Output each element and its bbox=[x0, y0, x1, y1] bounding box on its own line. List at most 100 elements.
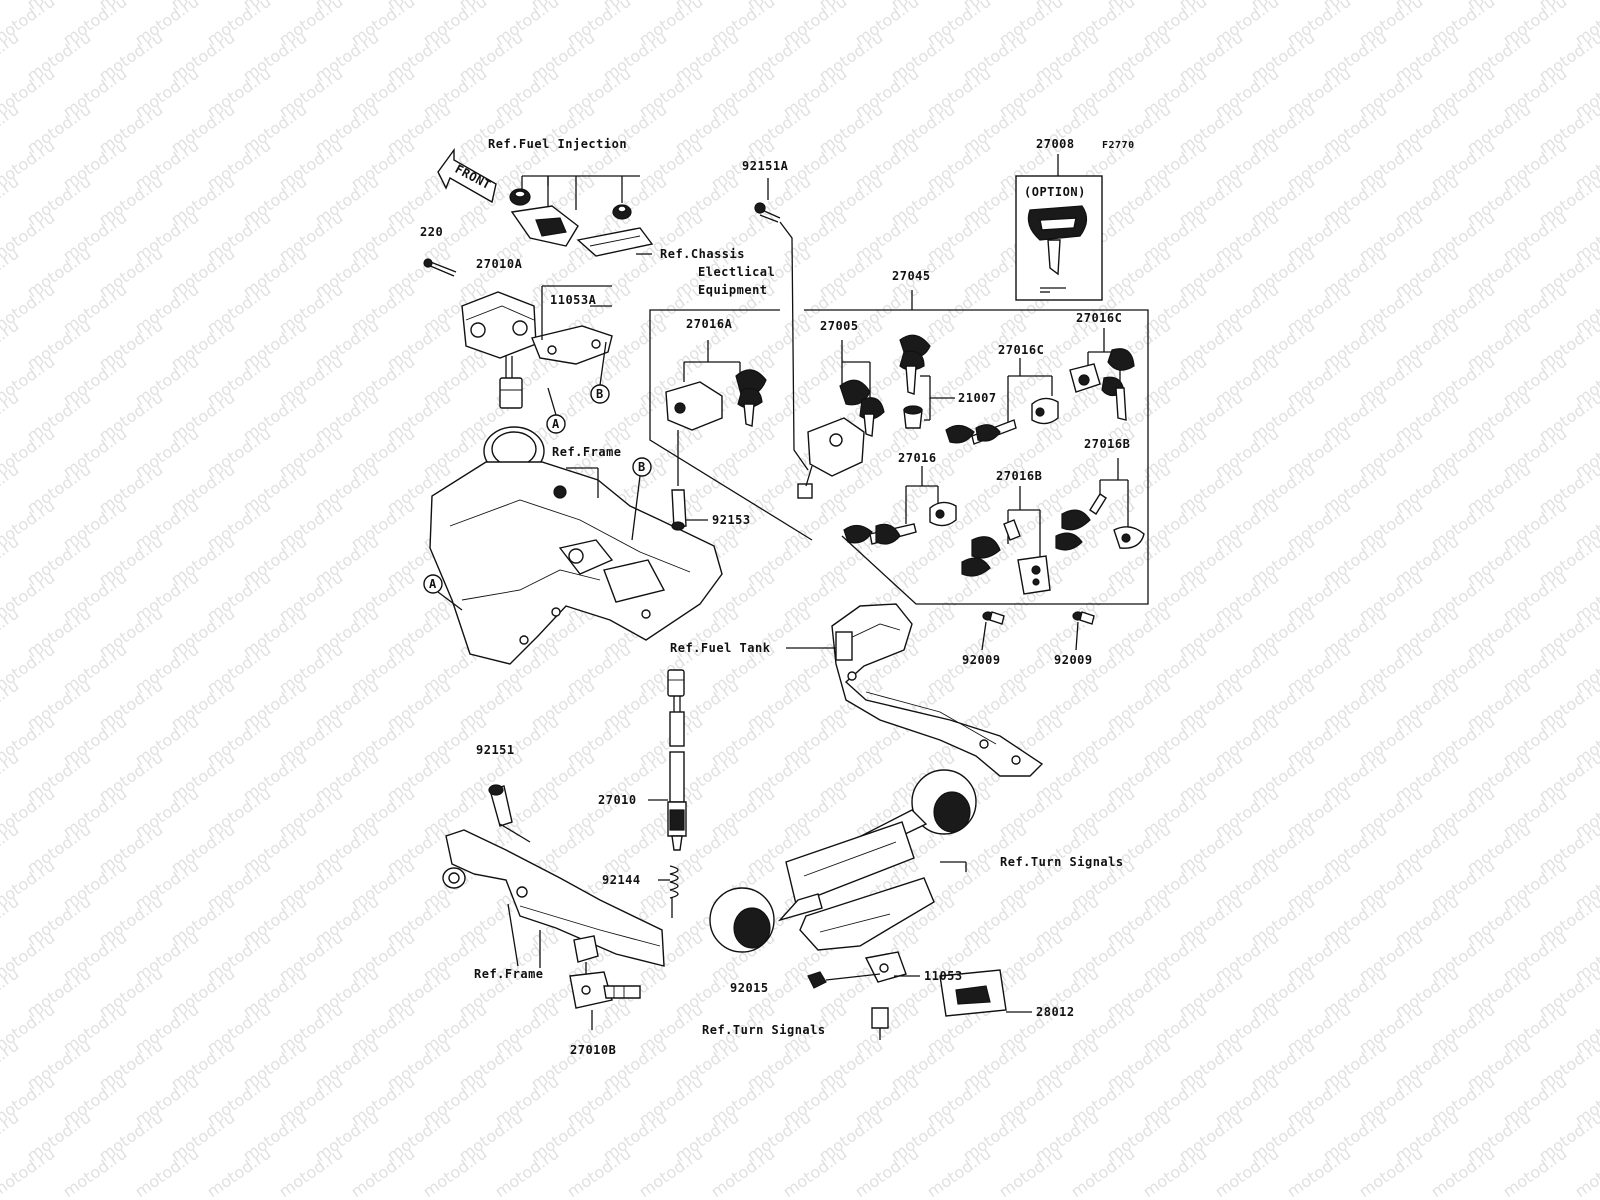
leader-lines bbox=[539, 253, 652, 968]
part-27008: 27008 bbox=[1036, 137, 1075, 151]
ref-fuel-tank: Ref.Fuel Tank bbox=[670, 641, 771, 655]
watermark-text: motod.ru bbox=[0, 820, 22, 878]
watermark-text: motod.ru bbox=[419, 1144, 490, 1200]
bolt-92009-b bbox=[1072, 611, 1095, 651]
watermark-text: motod.ru bbox=[1427, 1144, 1498, 1200]
ignition-sensor-assembly bbox=[423, 258, 613, 409]
part-92153: 92153 bbox=[712, 513, 751, 527]
watermark-text: motod.ru bbox=[0, 244, 22, 302]
turn-signals-assembly bbox=[709, 769, 1032, 1040]
part-92151: 92151 bbox=[476, 743, 515, 757]
part-27016A: 27016A bbox=[686, 317, 733, 331]
bolt-92009-a bbox=[981, 611, 1005, 651]
part-11053: 11053 bbox=[924, 969, 963, 983]
part-92151A: 92151A bbox=[742, 159, 789, 173]
part-27005: 27005 bbox=[820, 319, 859, 333]
callout-b-top: B bbox=[590, 341, 610, 404]
watermark-text: motod.ru bbox=[707, 1144, 778, 1200]
watermark-text: motod.ru bbox=[1571, 1144, 1600, 1200]
ignition-switch-27005 bbox=[805, 340, 885, 487]
key-set-bracket bbox=[649, 290, 1149, 605]
lock-27016C-b bbox=[1069, 328, 1135, 421]
watermark-text: motod.ru bbox=[0, 28, 22, 86]
part-27016C-right: 27016C bbox=[1076, 311, 1122, 325]
watermark-text: motod.ru bbox=[0, 460, 22, 518]
watermark-text: motod.ru bbox=[1211, 1144, 1282, 1200]
ref-chassis-line3: Equipment bbox=[698, 283, 768, 297]
watermark-text: motod.ru bbox=[1499, 1144, 1570, 1200]
callout-b-frame: B bbox=[631, 457, 652, 541]
frame-lower-drawing bbox=[442, 784, 665, 1030]
watermark-text: motod.ru bbox=[0, 172, 22, 230]
watermark-text: motod.ru bbox=[779, 1144, 850, 1200]
callout-b-top-label: B bbox=[596, 387, 604, 401]
watermark-text: motod.ru bbox=[1067, 1144, 1138, 1200]
ref-frame-bottom: Ref.Frame bbox=[474, 967, 544, 981]
watermark-text: motod.ru bbox=[0, 532, 22, 590]
key-set-21007 bbox=[899, 334, 955, 429]
part-92009-right: 92009 bbox=[1054, 653, 1093, 667]
watermark-text: motod.ru bbox=[0, 316, 22, 374]
watermark-text: motod.ru bbox=[563, 1144, 634, 1200]
fuel-tank-bracket bbox=[786, 603, 1044, 777]
watermark-text: motod.ru bbox=[1283, 1144, 1354, 1200]
watermark-text: motod.ru bbox=[0, 388, 22, 446]
watermark-text: motod.ru bbox=[0, 100, 22, 158]
ref-fuel-injection: Ref.Fuel Injection bbox=[488, 137, 627, 151]
watermark-text: motod.ru bbox=[0, 676, 22, 734]
callout-a-top-label: A bbox=[552, 417, 560, 431]
lock-27016A bbox=[665, 340, 767, 531]
watermark-text: motod.ru bbox=[0, 1036, 22, 1094]
watermark-text: motod.ru bbox=[59, 1144, 130, 1200]
watermark-text: motod.ru bbox=[275, 1144, 346, 1200]
watermark-text: motod.ru bbox=[131, 1144, 202, 1200]
part-27016B-right: 27016B bbox=[1084, 437, 1130, 451]
watermark-text: motod.ru bbox=[1355, 1144, 1426, 1200]
ref-chassis-line2: Electlical bbox=[698, 265, 775, 279]
part-27010A: 27010A bbox=[476, 257, 523, 271]
part-21007: 21007 bbox=[958, 391, 997, 405]
part-11053A: 11053A bbox=[550, 293, 597, 307]
lock-27016B-a bbox=[961, 486, 1051, 595]
watermark-text: motod.ru bbox=[0, 892, 22, 950]
callout-a-top: A bbox=[546, 387, 566, 434]
frame-upper-drawing bbox=[429, 426, 723, 665]
callout-a-frame-label: A bbox=[429, 577, 437, 591]
watermark-text: motod.ru bbox=[635, 1144, 706, 1200]
part-92009-left: 92009 bbox=[962, 653, 1001, 667]
watermark-text: motod.ru bbox=[203, 1144, 274, 1200]
option-key-box: (OPTION) bbox=[1015, 154, 1103, 301]
watermark-text: motod.ru bbox=[0, 748, 22, 806]
lock-27016C-a bbox=[945, 358, 1059, 445]
figure-code: F2770 bbox=[1102, 140, 1135, 151]
sensor-27010-chain bbox=[648, 669, 687, 918]
part-92144: 92144 bbox=[602, 873, 641, 887]
part-27010: 27010 bbox=[598, 793, 637, 807]
callout-a-frame: A bbox=[423, 574, 463, 611]
watermark-text: motod.ru bbox=[923, 1144, 994, 1200]
watermark-text: motod.ru bbox=[347, 1144, 418, 1200]
part-92015: 92015 bbox=[730, 981, 769, 995]
part-27016C-middle: 27016C bbox=[998, 343, 1044, 357]
lock-27016B-b bbox=[1055, 458, 1145, 551]
labels: Ref.Fuel Injection 220 27010A 11053A Ref… bbox=[420, 137, 1135, 1057]
lock-27016 bbox=[843, 466, 957, 545]
ref-frame-top: Ref.Frame bbox=[552, 445, 622, 459]
part-27045: 27045 bbox=[892, 269, 931, 283]
callout-b-frame-label: B bbox=[638, 460, 646, 474]
part-220: 220 bbox=[420, 225, 443, 239]
watermark-text: motod.ru bbox=[0, 964, 22, 1022]
watermark-text: motod.ru bbox=[851, 1144, 922, 1200]
ref-turn-signals-bottom: Ref.Turn Signals bbox=[702, 1023, 826, 1037]
ref-chassis-line1: Ref.Chassis bbox=[660, 247, 745, 261]
watermark-text: motod.ru bbox=[995, 1144, 1066, 1200]
part-27016B-middle: 27016B bbox=[996, 469, 1042, 483]
watermark-text: motod.ru bbox=[1139, 1144, 1210, 1200]
part-27016: 27016 bbox=[898, 451, 937, 465]
option-label: (OPTION) bbox=[1024, 185, 1086, 199]
ref-turn-signals-right: Ref.Turn Signals bbox=[1000, 855, 1124, 869]
watermark-text: motod.ru bbox=[491, 1144, 562, 1200]
fuel-injection-assembly bbox=[509, 175, 654, 257]
